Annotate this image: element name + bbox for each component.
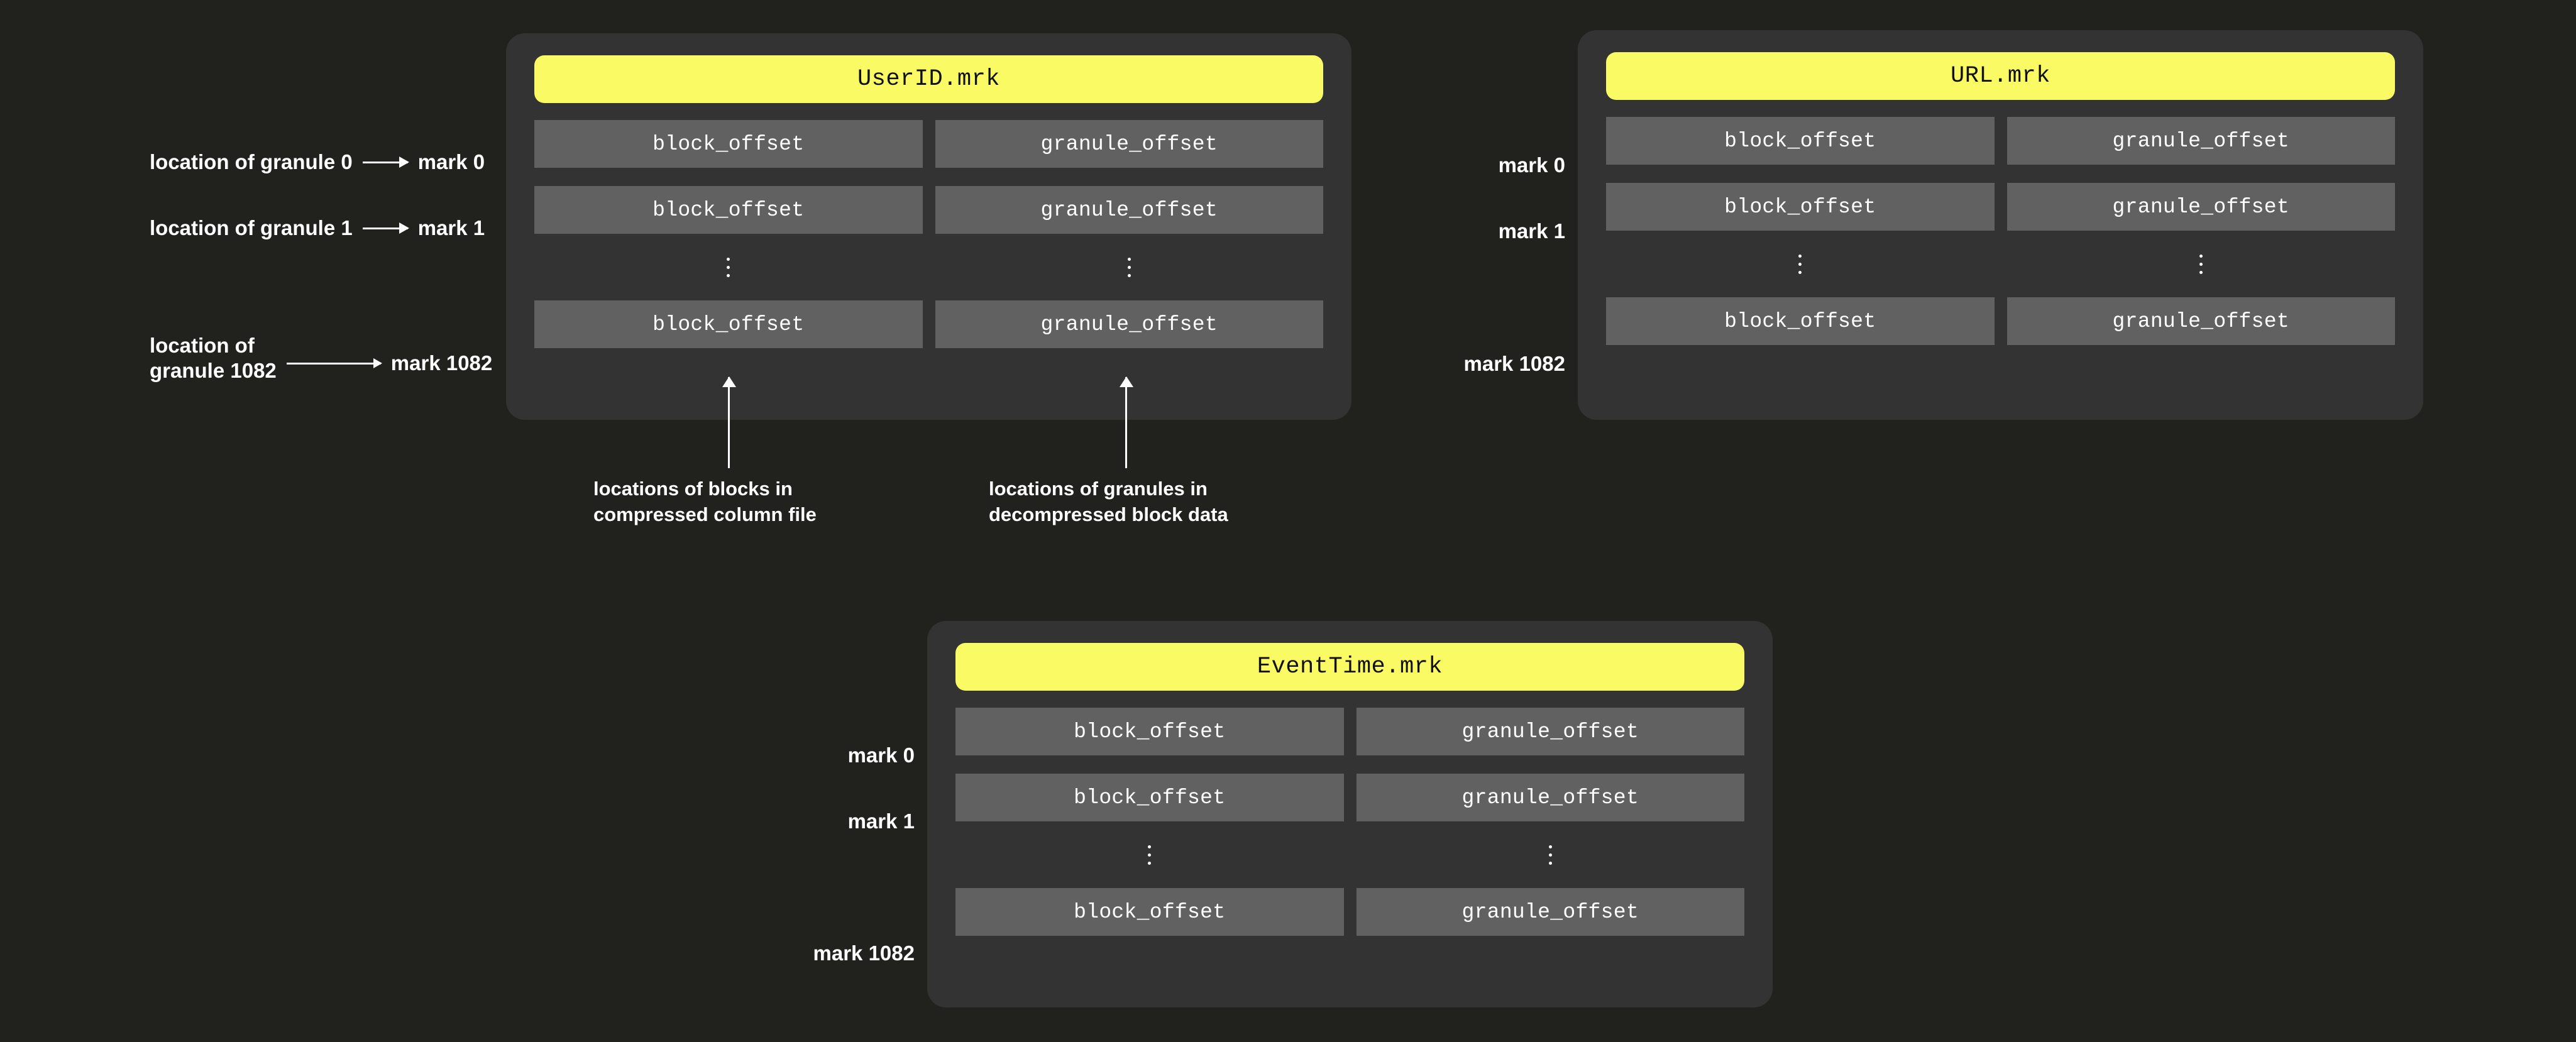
- cell-block-offset: block_offset: [955, 888, 1344, 936]
- card-title-url: URL.mrk: [1606, 52, 2395, 100]
- cell-block-offset: block_offset: [534, 186, 923, 234]
- cell-block-offset: block_offset: [534, 120, 923, 168]
- mark-label-1: mark 1: [1498, 219, 1565, 243]
- arrow-right-icon: [286, 362, 381, 365]
- ellipsis-row: [534, 234, 1323, 300]
- granule-note-target: mark 0: [417, 150, 485, 173]
- cell-granule-offset: granule_offset: [2006, 297, 2395, 345]
- cell-granule-offset: granule_offset: [935, 300, 1323, 348]
- table-row: block_offset granule_offset: [955, 888, 1744, 936]
- vertical-ellipsis-icon: [2007, 254, 2396, 274]
- cell-granule-offset: granule_offset: [2006, 183, 2395, 231]
- callout-connector-granules: [1125, 377, 1127, 468]
- mark-label-1082: mark 1082: [1463, 352, 1565, 375]
- granule-note-text: location of granule 1082: [150, 334, 277, 383]
- card-title-eventtime: EventTime.mrk: [955, 643, 1744, 691]
- granule-note-target: mark 1082: [390, 351, 493, 375]
- granule-note-text: location of granule 1: [150, 216, 353, 239]
- cell-block-offset: block_offset: [1606, 117, 1995, 165]
- vertical-ellipsis-icon: [1606, 254, 1995, 274]
- arrow-right-icon: [362, 227, 408, 229]
- mark-label-1082: mark 1082: [813, 941, 915, 965]
- cell-granule-offset: granule_offset: [2006, 117, 2395, 165]
- granule-note-1082: location of granule 1082 mark 1082: [150, 333, 492, 384]
- mark-label-0: mark 0: [847, 743, 915, 767]
- table-row: block_offset granule_offset: [955, 708, 1744, 755]
- table-row: block_offset granule_offset: [1606, 117, 2395, 165]
- mark-label-1: mark 1: [847, 809, 915, 833]
- table-row: block_offset granule_offset: [534, 300, 1323, 348]
- cell-block-offset: block_offset: [955, 708, 1344, 755]
- callout-connector-blocks: [728, 377, 730, 468]
- mrk-card-url: URL.mrk block_offset granule_offset bloc…: [1578, 30, 2423, 420]
- cell-granule-offset: granule_offset: [935, 186, 1323, 234]
- card-title-userid: UserID.mrk: [534, 55, 1323, 103]
- table-row: block_offset granule_offset: [534, 120, 1323, 168]
- callout-text-blocks: locations of blocks in compressed column…: [593, 478, 817, 525]
- arrow-right-icon: [362, 161, 408, 163]
- granule-note-target: mark 1: [417, 216, 485, 239]
- mrk-card-userid: UserID.mrk block_offset granule_offset b…: [506, 33, 1351, 420]
- vertical-ellipsis-icon: [534, 257, 923, 277]
- table-row: block_offset granule_offset: [955, 774, 1744, 821]
- mrk-rows-url: block_offset granule_offset block_offset…: [1606, 117, 2395, 345]
- granule-note-text: location of granule 0: [150, 150, 353, 173]
- cell-block-offset: block_offset: [955, 774, 1344, 821]
- cell-granule-offset: granule_offset: [935, 120, 1323, 168]
- vertical-ellipsis-icon: [955, 845, 1344, 865]
- cell-granule-offset: granule_offset: [1356, 708, 1744, 755]
- mrk-card-eventtime: EventTime.mrk block_offset granule_offse…: [927, 621, 1773, 1007]
- vertical-ellipsis-icon: [935, 257, 1324, 277]
- cell-granule-offset: granule_offset: [1356, 888, 1744, 936]
- cell-granule-offset: granule_offset: [1356, 774, 1744, 821]
- callout-text-granules: locations of granules in decompressed bl…: [989, 478, 1228, 525]
- vertical-ellipsis-icon: [1357, 845, 1745, 865]
- table-row: block_offset granule_offset: [1606, 297, 2395, 345]
- cell-block-offset: block_offset: [534, 300, 923, 348]
- mark-label-0: mark 0: [1498, 153, 1565, 177]
- granule-note-0: location of granule 0 mark 0: [150, 150, 485, 175]
- cell-block-offset: block_offset: [1606, 297, 1995, 345]
- granule-note-1: location of granule 1 mark 1: [150, 216, 485, 241]
- cell-block-offset: block_offset: [1606, 183, 1995, 231]
- mrk-rows-userid: block_offset granule_offset block_offset…: [534, 120, 1323, 348]
- table-row: block_offset granule_offset: [534, 186, 1323, 234]
- ellipsis-row: [955, 821, 1744, 888]
- mrk-rows-eventtime: block_offset granule_offset block_offset…: [955, 708, 1744, 936]
- ellipsis-row: [1606, 231, 2395, 297]
- table-row: block_offset granule_offset: [1606, 183, 2395, 231]
